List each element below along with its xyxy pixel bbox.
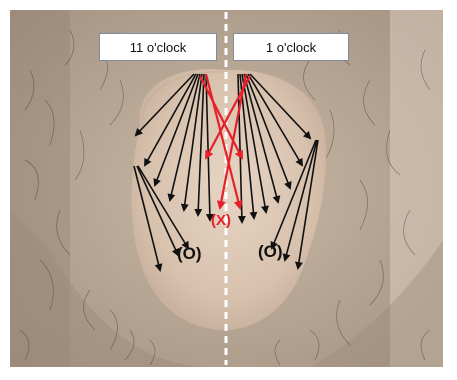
label-1-oclock: 1 o'clock [233,33,349,61]
correct-mark-left: (O) [177,244,202,264]
correct-mark-right: (O) [258,242,283,262]
wrong-mark-center: (X) [211,212,231,229]
label-11-oclock: 11 o'clock [99,33,217,61]
clinical-photo [10,10,443,367]
